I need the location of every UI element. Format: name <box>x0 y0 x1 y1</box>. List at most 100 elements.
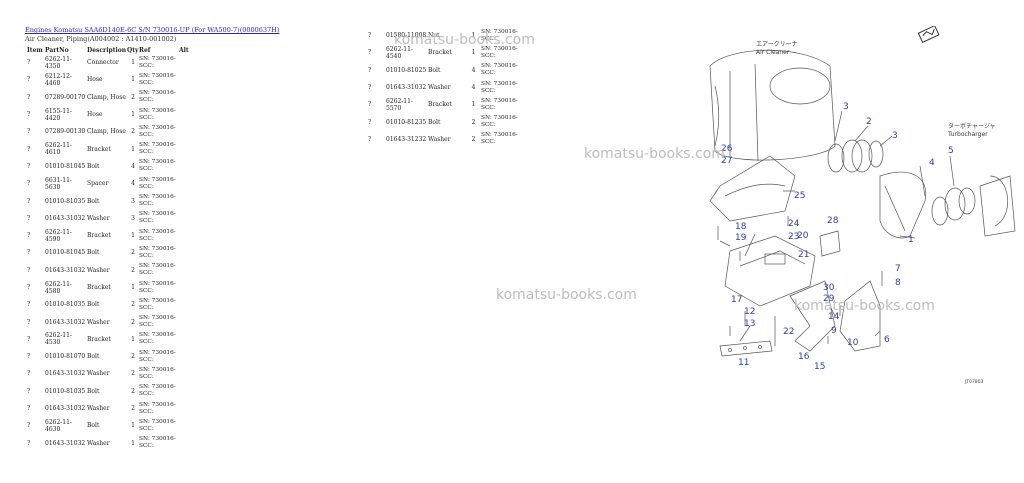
col-item-header: Item <box>27 47 43 54</box>
catalog-title-link[interactable]: Engines Komatsu SAA6D140E-6C S/N 730016-… <box>25 26 280 34</box>
cell-serial-note: SN: 730016-SCC: <box>139 211 176 225</box>
turbo-jp-label: ターボチャージャ <box>948 122 996 130</box>
cell-item: ? <box>27 318 31 326</box>
cell-alt <box>179 244 199 261</box>
cell-description: Bolt <box>428 66 441 74</box>
callout-28: 28 <box>827 216 839 226</box>
cell-description: Washer <box>87 439 110 447</box>
cell-alt <box>519 79 539 96</box>
cell-item: ? <box>368 101 372 109</box>
cell-item: ? <box>27 214 31 222</box>
cell-description: Bolt <box>87 162 100 170</box>
cell-description: Hose <box>87 111 103 119</box>
col-description-header: Description <box>87 47 127 54</box>
cell-alt <box>179 210 199 227</box>
cell-part-number: 01010-81070 <box>45 353 86 361</box>
cell-alt <box>179 383 199 400</box>
cell-alt <box>179 313 199 330</box>
cell-serial-note: SN: 730016-SCC: <box>139 384 176 398</box>
cell-description: Bracket <box>87 284 111 291</box>
callout-24: 24 <box>788 219 800 229</box>
parts-diagram: エアークリーナ Air Cleaner ターボチャージャ Turbocharge… <box>580 24 1020 386</box>
cell-description: Bracket <box>87 145 111 153</box>
cell-item: ? <box>368 32 372 40</box>
callout-26: 26 <box>721 144 733 154</box>
cell-part-number: 6155-11-4420 <box>45 107 72 122</box>
cell-serial-note: SN: 730016-SCC: <box>139 228 176 242</box>
cell-qty: 1 <box>131 59 135 67</box>
cell-alt <box>179 262 199 279</box>
cell-description: Washer <box>428 135 451 143</box>
callout-17: 17 <box>731 295 742 305</box>
section-subtitle: Air Cleaner, Piping(A004002 : A1410-0010… <box>25 35 177 43</box>
cell-qty: 2 <box>131 266 135 274</box>
cell-alt <box>179 435 199 452</box>
cell-serial-note: SN: 730016-SCC: <box>481 97 518 111</box>
cell-qty: 1 <box>131 111 135 119</box>
cell-serial-note: SN: 730016-SCC: <box>139 55 176 69</box>
cell-qty: 2 <box>471 135 476 143</box>
cell-item: ? <box>27 353 31 361</box>
cell-item: ? <box>368 135 372 143</box>
cell-description: Washer <box>87 318 110 326</box>
cell-part-number: 01643-31032 <box>45 405 86 413</box>
cell-part-number: 01010-81235 <box>386 118 427 126</box>
cell-serial-note: SN: 730016-SCC: <box>139 436 176 450</box>
cell-description: Bolt <box>87 353 100 361</box>
cell-part-number: 01010-81035 <box>45 301 86 309</box>
cell-serial-note: SN: 730016-SCC: <box>481 132 518 146</box>
col-alt-header: Alt <box>179 47 189 54</box>
cell-description: Bolt <box>87 422 100 430</box>
cell-item: ? <box>27 162 31 170</box>
cell-alt <box>179 279 199 296</box>
cell-serial-note: SN: 730016-SCC: <box>139 401 176 415</box>
cell-qty: 1 <box>471 101 476 109</box>
cell-description: Washer <box>87 370 110 378</box>
callout-16: 16 <box>798 352 810 362</box>
cell-part-number: 01010-81025 <box>386 66 427 74</box>
callout-18: 18 <box>735 222 747 232</box>
cell-qty: 1 <box>471 32 476 40</box>
cell-part-number: 01643-31032 <box>45 214 86 222</box>
cell-item: ? <box>368 49 372 57</box>
cell-serial-note: SN: 730016-SCC: <box>139 72 176 86</box>
cell-serial-note: SN: 730016-SCC: <box>139 124 176 138</box>
cell-serial-note: SN: 730016-SCC: <box>481 80 518 94</box>
cell-part-number: 6262-11-4530 <box>45 332 72 347</box>
cell-qty: 1 <box>131 145 135 153</box>
cell-alt <box>179 400 199 417</box>
figure-logo-icon <box>917 24 940 43</box>
cell-serial-note: SN: 730016-SCC: <box>139 176 176 190</box>
callout-21: 21 <box>798 250 809 260</box>
cell-qty: 3 <box>131 197 135 205</box>
watermark-text: komatsu-books.com <box>584 146 725 162</box>
cell-alt <box>179 227 199 244</box>
cell-serial-note: SN: 730016-SCC: <box>139 159 176 173</box>
cell-description: Bolt <box>428 118 441 126</box>
cell-serial-note: SN: 730016-SCC: <box>139 142 176 156</box>
cell-part-number: 6631-11-5630 <box>45 176 72 191</box>
cell-qty: 4 <box>471 66 476 74</box>
cell-alt <box>519 62 539 79</box>
cell-item: ? <box>27 422 31 430</box>
cell-qty: 2 <box>131 301 135 309</box>
cell-description: Washer <box>428 84 451 92</box>
cell-description: Bolt <box>87 249 100 257</box>
cell-alt <box>519 96 539 113</box>
cell-serial-note: SN: 730016-SCC: <box>139 90 176 104</box>
cell-part-number: 01010-81045 <box>45 249 86 257</box>
exploded-view-drawing: エアークリーナ Air Cleaner ターボチャージャ Turbocharge… <box>709 24 1016 385</box>
cell-serial-note: SN: 730016-SCC: <box>139 194 176 208</box>
callout-20: 20 <box>797 231 809 241</box>
cell-part-number: 6262-11-4590 <box>45 228 72 243</box>
